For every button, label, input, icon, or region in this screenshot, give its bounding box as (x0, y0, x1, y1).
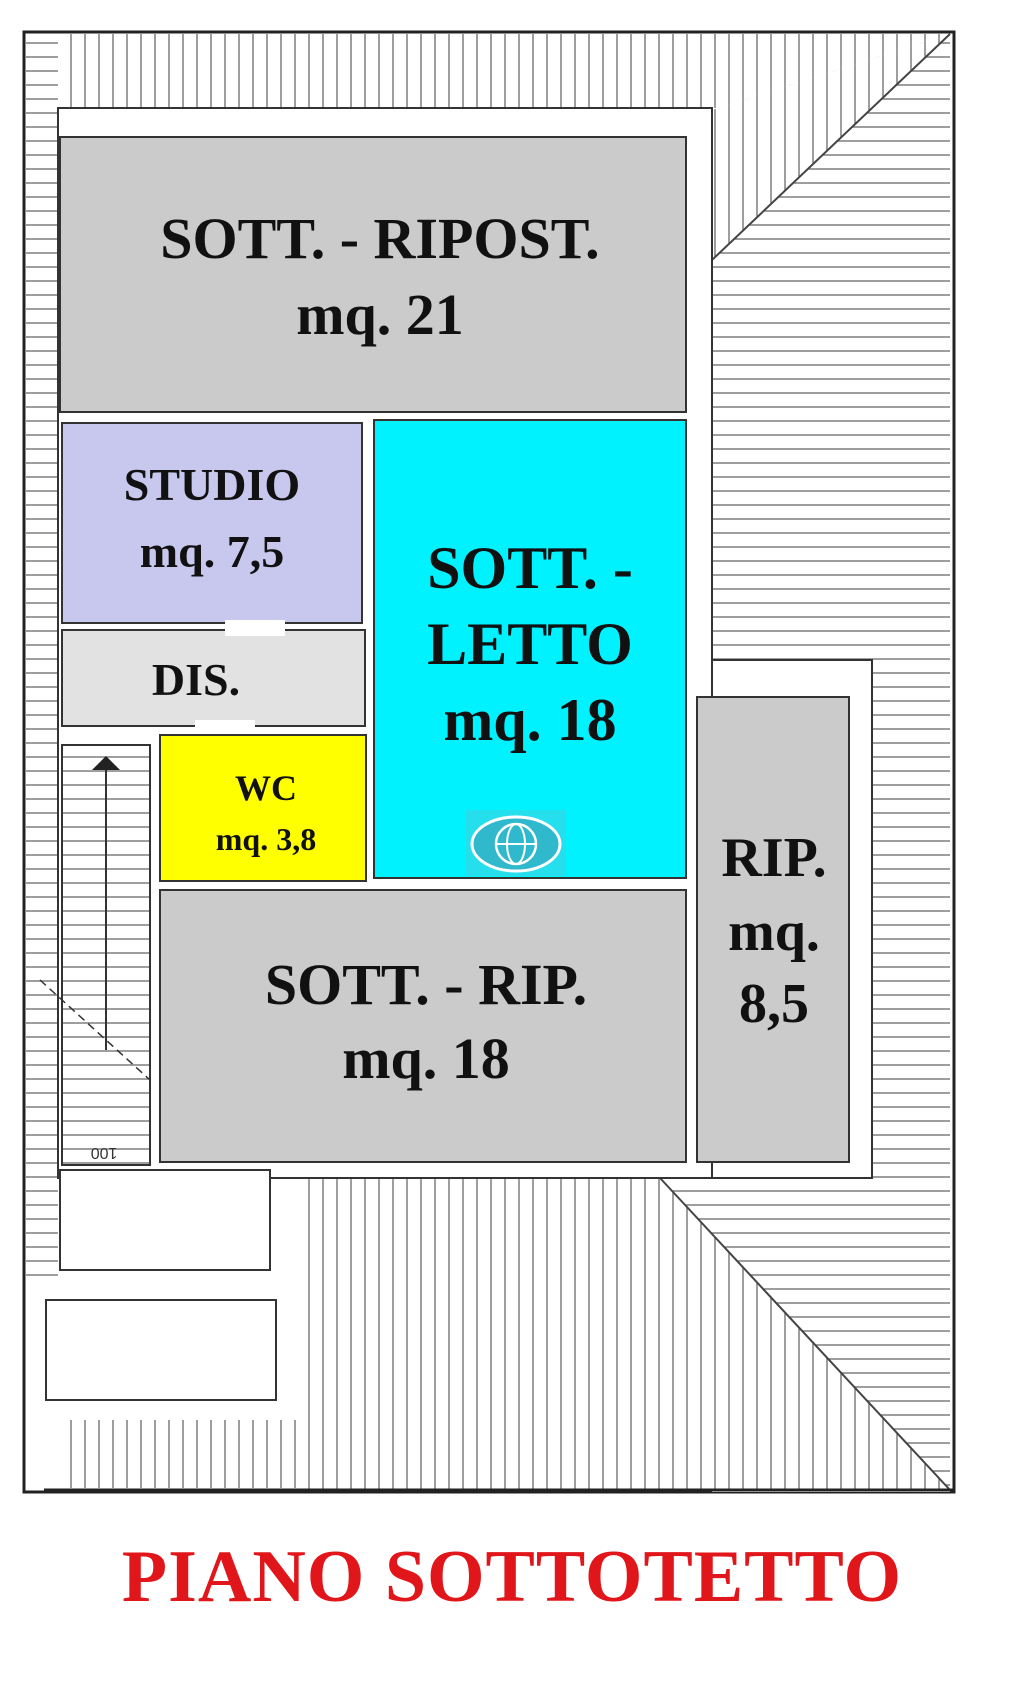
room-area-line1: mq. (728, 901, 820, 963)
globe-icon (466, 810, 566, 876)
room-area-line2: 8,5 (739, 973, 809, 1035)
room-area: mq. 18 (342, 1026, 510, 1091)
room-dis: DIS. (61, 620, 366, 734)
stair-mark: 100 (91, 1144, 118, 1161)
room-area: mq. 7,5 (140, 526, 284, 577)
room-sott-rip: SOTT. - RIP. mq. 18 (159, 889, 687, 1163)
room-letto: SOTT. - LETTO mq. 18 (373, 419, 687, 879)
room-name: SOTT. - RIPOST. (160, 206, 599, 271)
room-rip: RIP. mq. 8,5 (696, 696, 850, 1163)
room-name-line1: SOTT. - (427, 535, 633, 601)
room-name: DIS. (152, 654, 240, 705)
room-studio: STUDIO mq. 7,5 (61, 422, 363, 624)
room-area: mq. 21 (296, 282, 464, 347)
room-name: RIP. (721, 827, 826, 889)
room-area: mq. 3,8 (216, 821, 316, 857)
plan-title: PIANO SOTTOTETTO (121, 1536, 903, 1618)
staircase: 100 (39, 744, 151, 1166)
stair-arrow-icon (92, 756, 120, 770)
room-sott-ripost: SOTT. - RIPOST. mq. 21 (59, 136, 687, 413)
room-name: SOTT. - RIP. (265, 952, 587, 1017)
room-name: WC (235, 768, 297, 808)
room-name-line2: LETTO (427, 611, 633, 677)
room-area: mq. 18 (443, 687, 616, 753)
room-name: STUDIO (124, 459, 300, 510)
room-wc: WC mq. 3,8 (159, 734, 367, 882)
